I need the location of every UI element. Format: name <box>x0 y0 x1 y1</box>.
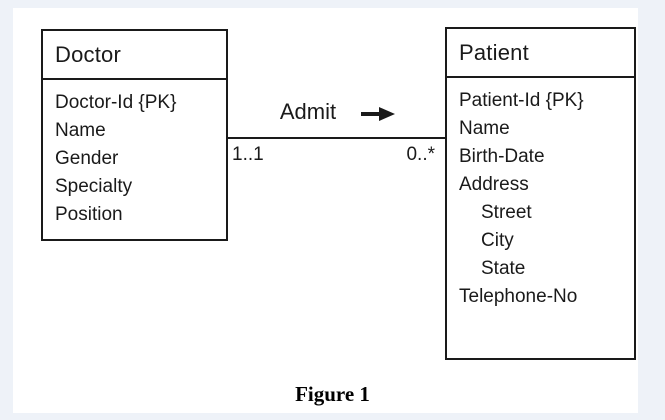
attribute: Name <box>459 118 510 139</box>
relationship-label-group: Admit <box>231 99 445 125</box>
relationship-label: Admit <box>279 99 337 124</box>
entity-patient-attributes: Patient-Id {PK} Name Birth-Date Address … <box>447 78 634 311</box>
attribute-sub: City <box>481 230 514 251</box>
attribute-sub: Street <box>481 202 532 223</box>
cardinality-doctor-end: 1..1 <box>232 144 264 165</box>
attribute: Name <box>55 120 106 141</box>
right-arrow-icon <box>361 106 396 121</box>
figure-caption: Figure 1 <box>295 382 370 406</box>
diagram-canvas: Doctor Doctor-Id {PK} Name Gender Specia… <box>13 8 638 413</box>
entity-patient: Patient Patient-Id {PK} Name Birth-Date … <box>445 27 636 360</box>
attribute: Patient-Id {PK} <box>459 90 584 111</box>
attribute: Address <box>459 174 529 195</box>
attribute: Doctor-Id {PK} <box>55 92 177 113</box>
attribute: Specialty <box>55 176 133 197</box>
entity-doctor-attributes: Doctor-Id {PK} Name Gender Specialty Pos… <box>43 80 226 229</box>
attribute: Gender <box>55 148 119 169</box>
attribute: Birth-Date <box>459 146 545 167</box>
attribute: Position <box>55 204 123 225</box>
attribute: Telephone-No <box>459 286 578 307</box>
attribute-sub: State <box>481 258 526 279</box>
entity-patient-title: Patient <box>447 29 634 78</box>
entity-doctor-title: Doctor <box>43 31 226 80</box>
entity-doctor: Doctor Doctor-Id {PK} Name Gender Specia… <box>41 29 228 241</box>
cardinality-patient-end: 0..* <box>406 144 435 165</box>
relationship-line <box>228 137 445 139</box>
